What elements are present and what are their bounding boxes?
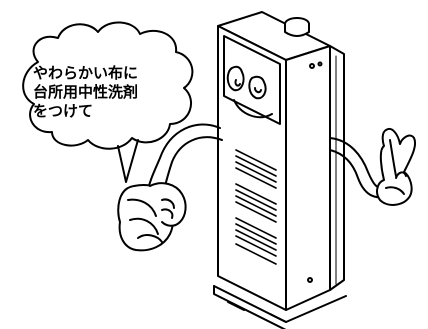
heater-vents (235, 149, 277, 265)
right-eye-icon (248, 75, 267, 100)
smile-icon (233, 99, 273, 119)
speech-bubble-tail (117, 139, 139, 183)
speech-bubble-text: やわらかい布に 台所用中性洗剤 をつけて (33, 64, 193, 121)
speech-line-3: をつけて (33, 102, 94, 120)
speech-bubble (22, 21, 194, 183)
left-hand (149, 182, 187, 227)
speech-line-1: やわらかい布に (33, 64, 139, 82)
speech-line-2: 台所用中性洗剤 (33, 83, 139, 101)
left-eye-icon (226, 65, 245, 92)
heater-face (226, 65, 273, 119)
left-arm (147, 123, 223, 191)
peace-sign-hand-icon (376, 128, 416, 206)
heater-appliance (213, 11, 347, 329)
